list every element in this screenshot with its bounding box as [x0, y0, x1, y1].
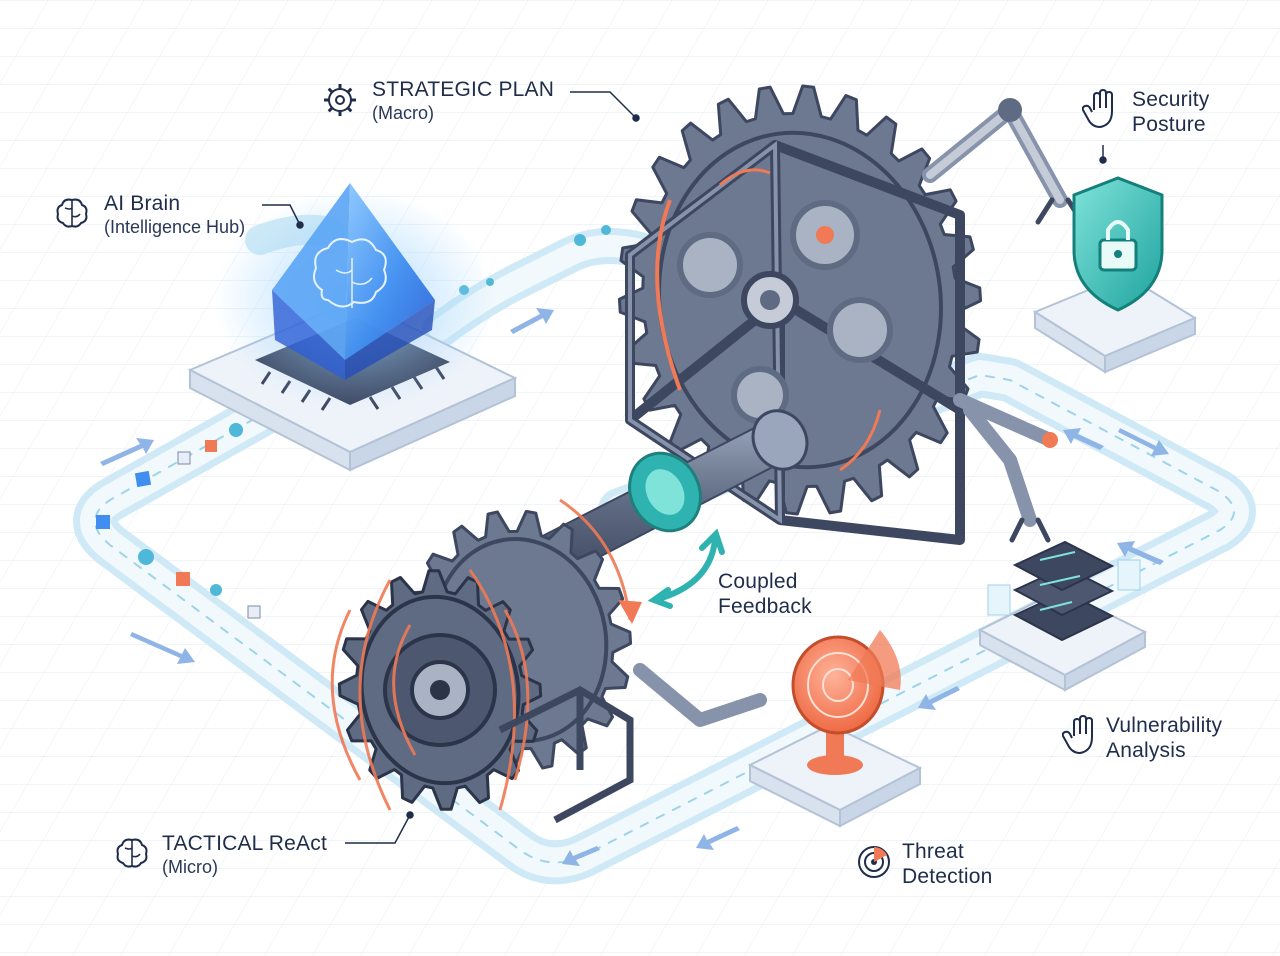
ai-brain-hub [187, 183, 518, 472]
threat-detection-line2: Detection [902, 864, 993, 888]
flow-arrows [100, 308, 1169, 866]
hand-icon [1082, 89, 1113, 128]
leader-lines [262, 91, 1107, 844]
vulnerability-analysis-line1: Vulnerability [1106, 714, 1223, 737]
strategic-plan-subtitle: (Macro) [372, 102, 434, 123]
gear-icon [324, 84, 356, 116]
security-shield [1032, 176, 1198, 374]
tactical-gear-assembly [330, 498, 642, 824]
hand-icon [1062, 715, 1093, 754]
radar-icon [858, 846, 890, 878]
strategic-gear-assembly [617, 84, 983, 545]
threat-detection-line1: Threat [902, 840, 964, 863]
coupled-feedback-line1: Coupled [718, 570, 798, 593]
strategic-plan-title: STRATEGIC PLAN [372, 78, 555, 101]
security-posture-line2: Posture [1132, 112, 1206, 136]
coupled-feedback-arrow [647, 528, 725, 609]
gear-rim [359, 594, 521, 786]
security-posture-line1: Security [1132, 88, 1210, 111]
brain-icon [56, 198, 88, 228]
ai-brain-title: AI Brain [104, 192, 181, 215]
coupling-shaft [523, 409, 809, 587]
tactical-react-title: TACTICAL ReAct [162, 832, 327, 855]
server-stack [977, 540, 1148, 692]
ai-brain-subtitle: (Intelligence Hub) [104, 216, 246, 237]
threat-radar [747, 630, 923, 828]
brain-icon [116, 838, 148, 868]
tactical-react-subtitle: (Micro) [162, 856, 218, 877]
robot-arms [633, 98, 1085, 727]
vulnerability-analysis-line2: Analysis [1106, 738, 1186, 762]
coupled-feedback-line2: Feedback [718, 594, 812, 618]
